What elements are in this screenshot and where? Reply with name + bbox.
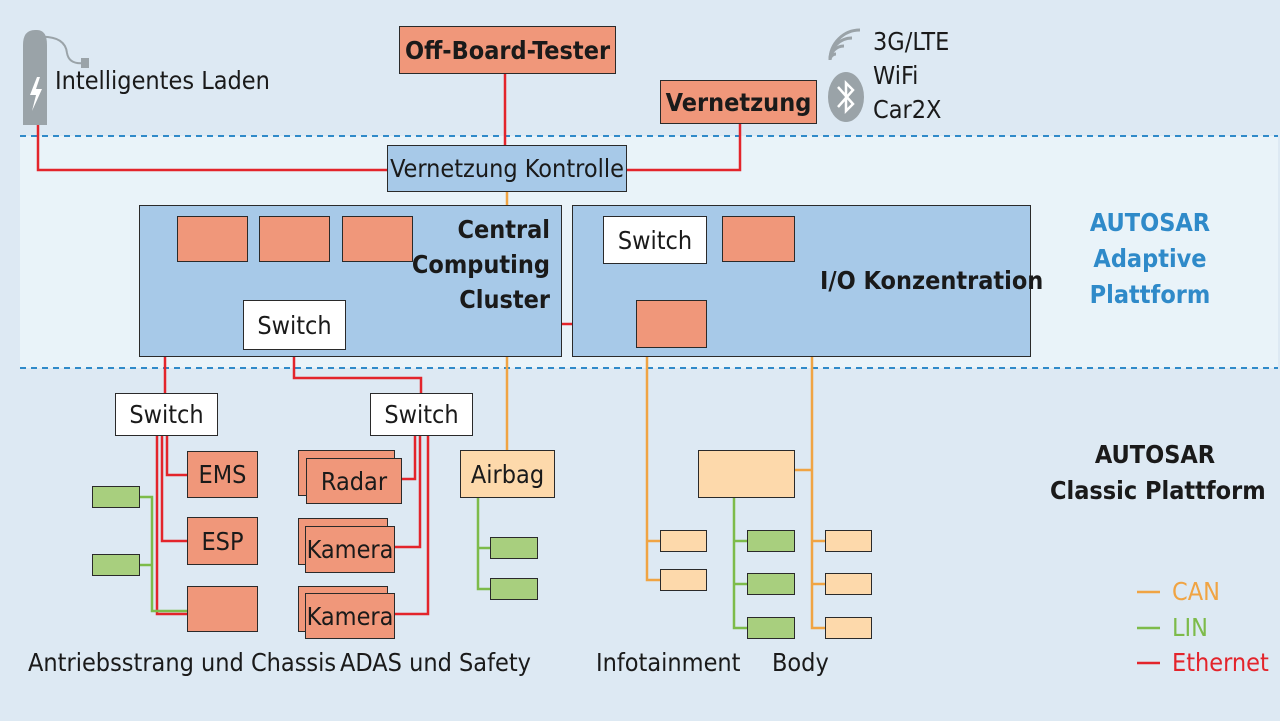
chassis-ecu <box>187 586 258 632</box>
lin-node <box>92 554 140 576</box>
adas-switch: Switch <box>370 393 473 436</box>
legend-lines <box>1137 590 1160 665</box>
legend-lin-label: LIN <box>1172 613 1208 642</box>
lin-node <box>747 573 795 595</box>
powertrain-switch: Switch <box>115 393 218 436</box>
classic-line: AUTOSAR <box>1094 440 1216 469</box>
wireless-wifi-label: WiFi <box>873 61 919 90</box>
wireless-3g-label: 3G/LTE <box>873 27 950 56</box>
domain-infotainment-label: Infotainment <box>596 648 741 677</box>
adaptive-line: Plattform <box>1089 280 1211 309</box>
body-node <box>825 530 872 552</box>
airbag-ecu: Airbag <box>460 450 555 498</box>
lin-lines <box>140 495 747 630</box>
io-switch: Switch <box>603 216 707 264</box>
io-title: I/O Konzentration <box>820 266 1044 295</box>
charging-plug-icon <box>23 30 89 125</box>
wireless-signal-icon <box>828 28 861 61</box>
band-borders <box>20 135 1278 369</box>
infotainment-node <box>660 530 707 552</box>
offboard-tester-box: Off-Board-Tester <box>399 26 616 74</box>
esp-ecu: ESP <box>187 517 258 565</box>
bluetooth-icon <box>828 72 864 122</box>
cluster-title-line: Computing <box>411 250 550 279</box>
adaptive-line: Adaptive <box>1093 244 1207 273</box>
infotainment-node <box>660 569 707 591</box>
domain-powertrain-label: Antriebsstrang und Chassis <box>28 648 337 677</box>
vernetzung-kontrolle-box: Vernetzung Kontrolle <box>387 145 627 192</box>
compute-ecu-2 <box>259 216 330 262</box>
lin-node <box>92 486 140 508</box>
classic-platform-label: AUTOSAR Classic Plattform <box>1050 437 1266 509</box>
cluster-title-line: Central <box>457 215 550 244</box>
wireless-car2x-label: Car2X <box>873 95 942 124</box>
radar-ecu: Radar <box>306 458 402 504</box>
legend-can-label: CAN <box>1172 577 1220 606</box>
kamera-ecu-1: Kamera <box>305 526 395 573</box>
cluster-title-line: Cluster <box>459 285 550 314</box>
domain-adas-label: ADAS und Safety <box>340 648 531 677</box>
compute-ecu-1 <box>177 216 248 262</box>
cluster-title: Central Computing Cluster <box>400 212 550 317</box>
adaptive-line: AUTOSAR <box>1089 208 1211 237</box>
lin-node <box>490 537 538 559</box>
adaptive-platform-label: AUTOSAR Adaptive Plattform <box>1080 205 1220 313</box>
body-node <box>825 617 872 639</box>
compute-ecu-3 <box>342 216 413 262</box>
io-ecu-bottom <box>636 300 707 348</box>
domain-body-label: Body <box>772 648 829 677</box>
classic-line: Classic Plattform <box>1050 476 1266 505</box>
ems-ecu: EMS <box>187 451 258 498</box>
charging-label: Intelligentes Laden <box>55 66 270 95</box>
legend-ethernet-label: Ethernet <box>1172 648 1269 677</box>
body-gateway <box>698 450 795 498</box>
body-node <box>825 573 872 595</box>
kamera-ecu-2: Kamera <box>305 593 395 639</box>
central-switch: Switch <box>243 300 346 350</box>
io-ecu-top <box>722 216 795 262</box>
lin-node <box>747 530 795 552</box>
lin-node <box>747 617 795 639</box>
lin-node <box>490 578 538 600</box>
vernetzung-box: Vernetzung <box>660 80 817 124</box>
